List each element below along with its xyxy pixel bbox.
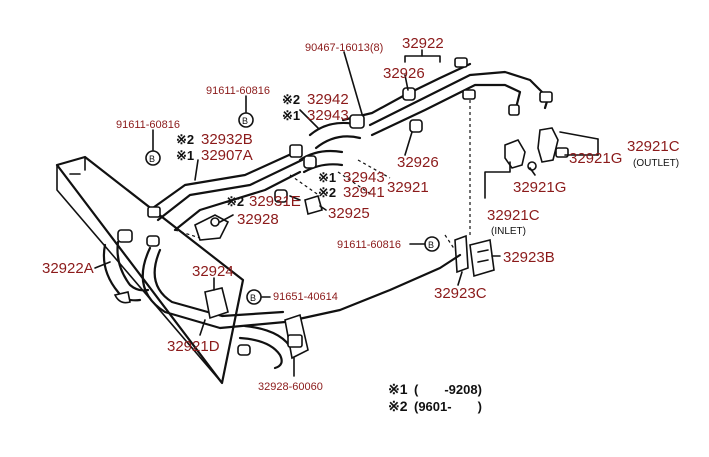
mark-2-32941: ※2 [318,185,336,200]
mark-1-32943: ※1 [282,108,300,123]
svg-text:B: B [428,240,434,250]
label-32922A: 32922A [42,260,94,277]
bracket-32923B [469,239,495,278]
svg-text:B: B [242,116,248,126]
bolt-91611-a: B [145,150,161,166]
svg-text:B: B [149,154,155,164]
label-inlet: (INLET) [491,226,526,237]
clip-lower [237,344,251,356]
label-32932B: 32932B [201,131,253,148]
label-32928: 32928 [237,211,279,228]
radiator [55,155,245,385]
callout-lines [94,49,599,377]
legend: ※1 ( -9208) ※2 (9601- ) [388,381,482,414]
label-32926-top: 32926 [383,65,425,82]
label-32921C-inlet: 32921C [487,207,540,224]
label-91611-left: 91611-60816 [116,119,180,131]
label-32907A: 32907A [201,147,253,164]
label-91611-right: 91611-60816 [337,239,401,251]
label-32924: 32924 [192,263,234,280]
label-32921C-outlet: 32921C [627,138,680,155]
hose-32942 [308,114,365,150]
label-32926-mid: 32926 [397,154,439,171]
bracket-32928 [194,214,230,241]
mark-2-32942: ※2 [282,92,300,107]
leader-lines [174,100,471,251]
bolt-91651: B [246,289,262,305]
clamp-32924 [204,287,229,320]
legend-range-1: ( -9208) [414,382,482,397]
label-32941: 32941 [343,184,385,201]
legend-mark-1: ※1 [388,381,408,397]
mark-1-32907A: ※1 [176,148,194,163]
hose-32943 [298,149,344,174]
label-32943-mid: 32943 [343,169,385,186]
label-32923B: 32923B [503,249,555,266]
clamp-32926 [402,87,423,133]
label-32928-60060: 32928-60060 [258,381,323,393]
part-labels: 90467-16013(8) 32922 32926 91611-60816 ※… [42,35,680,393]
label-32921G-mid: 32921G [513,179,566,196]
hose-32922A [102,229,160,304]
mark-2-32932B: ※2 [176,132,194,147]
label-91651: 91651-40614 [273,291,338,303]
pipe-32907A [147,144,304,232]
mark-2-32931E: ※2 [226,194,244,209]
label-outlet: (OUTLET) [633,158,679,169]
label-91611-top: 91611-60816 [206,85,270,97]
label-32942: 32942 [307,91,349,108]
bolt-91611-c: B [424,236,440,252]
label-32921G-right: 32921G [569,150,622,167]
bolt-91611-b: B [238,112,254,128]
bracket-32925 [304,194,323,216]
label-32921: 32921 [387,179,429,196]
tube-32921D [141,246,462,370]
bracket-32923C [454,234,469,274]
label-32921D: 32921D [167,338,220,355]
label-32931E: 32931E [249,193,301,210]
label-90467: 90467-16013(8) [305,42,383,54]
fitting-outlet-32921C [537,127,569,163]
legend-mark-2: ※2 [388,398,408,414]
mark-1-32943: ※1 [318,170,336,185]
svg-text:B: B [250,293,256,303]
clamp-32931E [274,189,288,203]
label-32925: 32925 [328,205,370,222]
legend-range-2: (9601- ) [414,399,482,414]
bracket-32928-60060 [284,313,309,360]
label-32922: 32922 [402,35,444,52]
cooler-tube-upper [341,57,553,137]
label-32923C: 32923C [434,285,487,302]
label-32943-top: 32943 [307,107,349,124]
